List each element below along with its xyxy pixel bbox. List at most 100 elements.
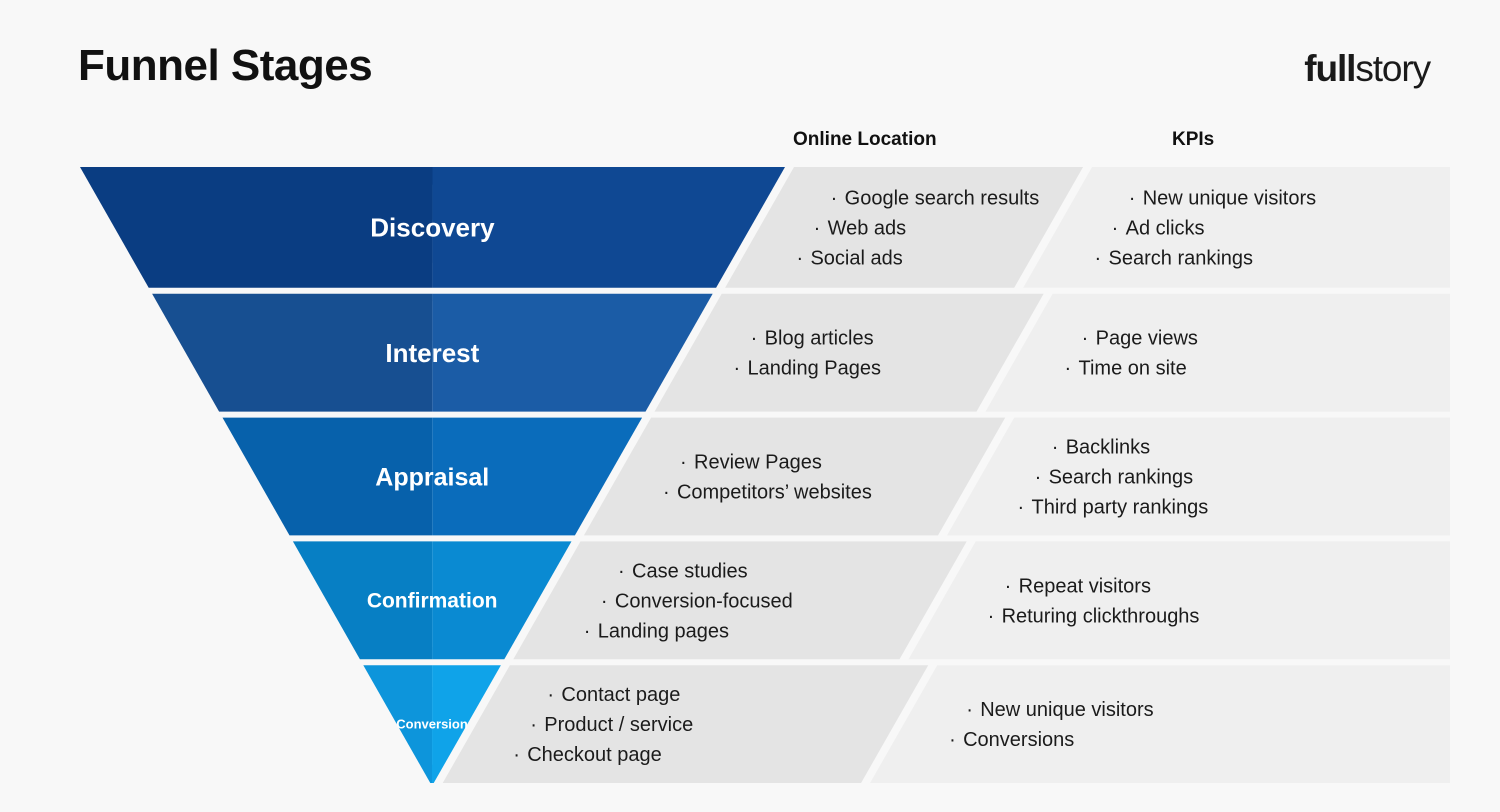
funnel-band-interest-highlight <box>432 293 713 412</box>
bullet-item: · Product / service <box>530 714 693 736</box>
funnel-band-confirmation-highlight <box>432 541 572 660</box>
bullet-dot-icon: · <box>663 482 670 504</box>
panel-online-location-interest <box>654 293 1044 412</box>
bullet-item: · Social ads <box>796 247 902 269</box>
bullet-dot-icon: · <box>966 699 973 721</box>
funnel-bands-group <box>80 167 785 783</box>
bullet-label: Ad clicks <box>1126 217 1205 239</box>
bullet-label: Third party rankings <box>1031 497 1208 519</box>
column-header-kpis: KPIs <box>1172 129 1215 150</box>
bullet-label: Search rankings <box>1109 247 1254 269</box>
bullet-item: · Repeat visitors <box>1005 575 1151 597</box>
funnel-stage-label-interest: Interest <box>385 338 479 368</box>
bullet-label: Search rankings <box>1049 467 1194 489</box>
bullet-label: Landing Pages <box>748 358 881 380</box>
bullet-item: · Search rankings <box>1095 247 1254 269</box>
panel-online-location-discovery <box>725 167 1084 288</box>
bullet-label: Repeat visitors <box>1019 575 1151 597</box>
bullet-label: Contact page <box>561 684 680 706</box>
bullet-label: Competitors’ websites <box>677 482 872 504</box>
funnel-band-appraisal <box>222 417 433 536</box>
bullet-item: ·Time on site <box>1065 358 1187 380</box>
bullet-dot-icon: · <box>814 217 821 239</box>
bullet-item: · Competitors’ websites <box>663 482 872 504</box>
bullet-item: · New unique visitors <box>1129 187 1316 209</box>
bullet-item: · Conversions <box>949 729 1074 751</box>
panel-kpis-conversion <box>870 665 1450 783</box>
bullet-dot-icon: · <box>618 560 625 582</box>
bullet-dot-icon: · <box>680 452 687 474</box>
bullet-dot-icon: · <box>751 328 758 350</box>
bullet-dot-icon: · <box>831 187 838 209</box>
bullet-item: · Conversion-focused <box>601 590 793 612</box>
bullet-item: ·Returing clickthroughs <box>988 605 1200 627</box>
bullet-label: Page views <box>1096 328 1198 350</box>
panel-kpis-confirmation <box>908 541 1450 660</box>
bullet-dot-icon: · <box>530 714 537 736</box>
bullet-dot-icon: · <box>1082 328 1089 350</box>
panel-kpis-interest <box>985 293 1450 412</box>
funnel-stage-label-discovery: Discovery <box>370 213 495 243</box>
bullet-item: ·Third party rankings <box>1017 497 1208 519</box>
funnel-band-discovery <box>80 167 433 288</box>
bullet-lists-group: · Google search results · Web ads · Social ad… <box>513 187 1316 766</box>
logo-story-part: story <box>1355 48 1431 89</box>
stage-labels-group: DiscoveryInterestAppraisalConfirmationCo… <box>367 213 498 732</box>
bullet-label: Social ads <box>810 247 902 269</box>
bullet-label: Backlinks <box>1066 437 1150 459</box>
bullet-dot-icon: · <box>1095 247 1102 269</box>
bullet-item: ·Blog articles <box>751 328 874 350</box>
panel-online-location-confirmation <box>513 541 967 660</box>
bullet-label: Case studies <box>632 560 748 582</box>
bullet-dot-icon: · <box>547 684 554 706</box>
bullet-dot-icon: · <box>1005 575 1012 597</box>
funnel-band-appraisal-highlight <box>432 417 643 536</box>
bullet-dot-icon: · <box>1052 437 1059 459</box>
bullet-item: ·Landing Pages <box>734 358 881 380</box>
bullet-item: · Contact page <box>547 684 680 706</box>
bullet-item: · Checkout page <box>513 744 662 766</box>
panel-online-location-appraisal <box>583 417 1006 536</box>
bullet-label: Product / service <box>544 714 693 736</box>
page-title: Funnel Stages <box>78 41 373 90</box>
funnel-band-discovery-highlight <box>432 167 785 288</box>
bullet-dot-icon: · <box>796 247 803 269</box>
funnel-stage-label-appraisal: Appraisal <box>375 463 489 491</box>
column-header-online-location: Online Location <box>793 129 937 150</box>
panel-kpis-appraisal <box>947 417 1450 536</box>
bullet-dot-icon: · <box>1065 358 1072 380</box>
bullet-label: New unique visitors <box>1143 187 1316 209</box>
bullet-label: New unique visitors <box>980 699 1153 721</box>
funnel-band-conversion <box>363 665 433 783</box>
bullet-item: · Case studies <box>618 560 748 582</box>
funnel-stage-label-confirmation: Confirmation <box>367 590 498 613</box>
funnel-stage-label-conversion: Conversion <box>396 717 468 732</box>
detail-panels-group <box>442 167 1450 783</box>
bullet-item: · Web ads <box>814 217 907 239</box>
bullet-label: Conversions <box>963 729 1074 751</box>
bullet-dot-icon: · <box>601 590 608 612</box>
bullet-item: · Ad clicks <box>1112 217 1205 239</box>
bullet-dot-icon: · <box>949 729 956 751</box>
bullet-item: · Google search results <box>831 187 1040 209</box>
bullet-dot-icon: · <box>1112 217 1119 239</box>
bullet-item: · New unique visitors <box>966 699 1153 721</box>
bullet-dot-icon: · <box>1035 467 1042 489</box>
funnel-band-confirmation <box>292 541 433 660</box>
bullet-item: · Backlinks <box>1052 437 1150 459</box>
logo-full-part: full <box>1304 48 1356 89</box>
bullet-label: Review Pages <box>694 452 822 474</box>
funnel-band-interest <box>152 293 433 412</box>
bullet-label: Web ads <box>828 217 907 239</box>
bullet-dot-icon: · <box>513 744 520 766</box>
bullet-dot-icon: · <box>1129 187 1136 209</box>
bullet-item: · Page views <box>1082 328 1198 350</box>
bullet-dot-icon: · <box>584 620 591 642</box>
bullet-label: Landing pages <box>598 620 729 642</box>
panel-kpis-discovery <box>1023 167 1450 288</box>
bullet-label: Conversion-focused <box>615 590 793 612</box>
bullet-label: Checkout page <box>527 744 662 766</box>
bullet-label: Google search results <box>845 187 1040 209</box>
